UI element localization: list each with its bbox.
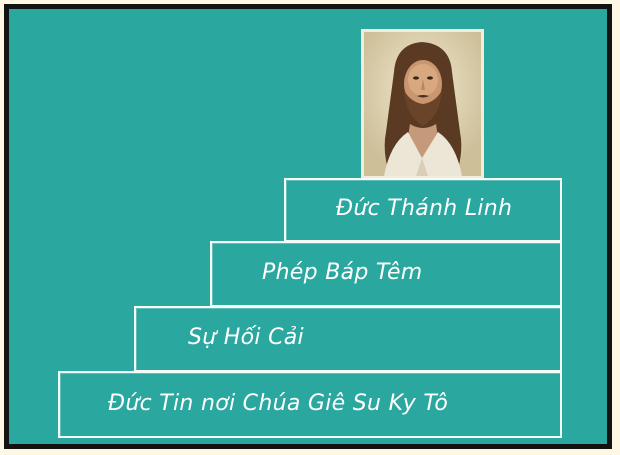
portrait-image [361, 29, 484, 179]
step-label-holy-ghost: Đức Thánh Linh [336, 195, 513, 221]
step-faith: Đức Tin nơi Chúa Giê Su Ky Tô [58, 371, 562, 438]
step-repentance: Sự Hối Cải [134, 306, 562, 372]
christ-portrait-icon [364, 32, 481, 176]
step-label-repentance: Sự Hối Cải [188, 325, 304, 350]
step-label-faith: Đức Tin nơi Chúa Giê Su Ky Tô [108, 391, 449, 416]
step-baptism: Phép Báp Têm [210, 241, 562, 307]
step-label-baptism: Phép Báp Têm [262, 260, 423, 285]
step-holy-ghost: Đức Thánh Linh [284, 178, 562, 242]
